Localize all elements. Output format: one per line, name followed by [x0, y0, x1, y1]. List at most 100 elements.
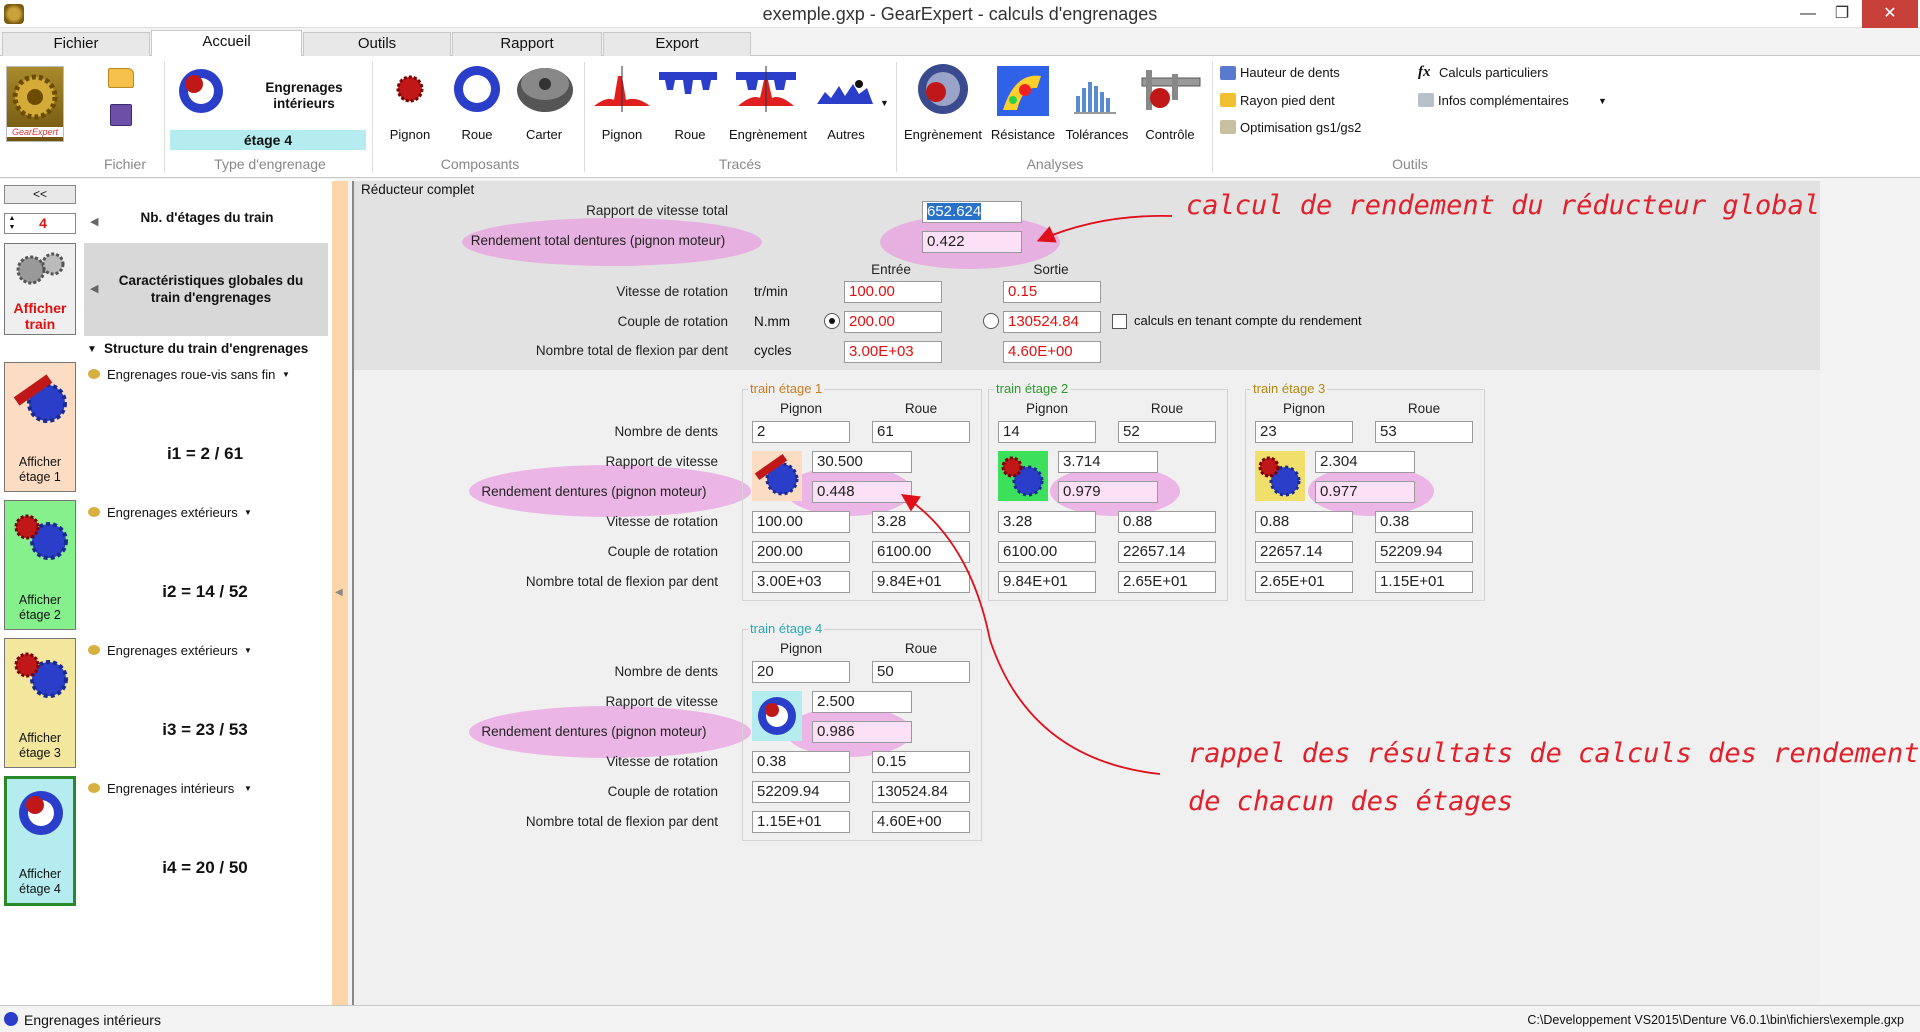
efficiency-checkbox-label[interactable]: calculs en tenant compte du rendement [1134, 313, 1362, 328]
chevron-down-icon[interactable]: ▼ [880, 98, 889, 108]
stage-3-torque-wheel[interactable]: 52209.94 [1375, 541, 1473, 563]
save-icon[interactable] [110, 104, 132, 126]
stage-1-speed-pinion[interactable]: 100.00 [752, 511, 850, 533]
torque-input-radio[interactable] [824, 313, 840, 329]
chevron-down-icon[interactable]: ▼ [244, 646, 252, 655]
stage-2-torque-wheel[interactable]: 22657.14 [1118, 541, 1216, 563]
stage-3-ratio[interactable]: 2.304 [1315, 451, 1415, 473]
splitter-arrow-icon[interactable]: ◀ [335, 587, 343, 598]
stage-2-efficiency[interactable]: 0.979 [1058, 481, 1158, 503]
trace-wheel[interactable]: Roue [674, 127, 706, 142]
pinion-plot-icon[interactable] [592, 66, 652, 112]
control-caliper-icon[interactable] [1138, 66, 1204, 116]
tab-accueil[interactable]: Accueil [151, 30, 302, 56]
stage-4-speed-wheel[interactable]: 0.15 [872, 751, 970, 773]
app-icon[interactable] [4, 4, 24, 24]
show-train-button[interactable]: Afficher train [4, 243, 76, 335]
wheel-icon[interactable] [448, 64, 506, 114]
stage-2-torque-pinion[interactable]: 6100.00 [998, 541, 1096, 563]
stage-3-teeth-pinion[interactable]: 23 [1255, 421, 1353, 443]
tab-rapport[interactable]: Rapport [452, 32, 602, 56]
tooth-height-button[interactable]: Hauteur de dents [1240, 65, 1340, 80]
stage-2-type[interactable]: Engrenages extérieurs [107, 505, 238, 520]
efficiency-checkbox[interactable] [1112, 314, 1127, 329]
meshing-analysis-icon[interactable] [912, 62, 974, 116]
stage-3-teeth-wheel[interactable]: 53 [1375, 421, 1473, 443]
stage-1-cycles-wheel[interactable]: 9.84E+01 [872, 571, 970, 593]
stage-1-type[interactable]: Engrenages roue-vis sans fin [107, 367, 276, 382]
stage-3-cycles-wheel[interactable]: 1.15E+01 [1375, 571, 1473, 593]
stage-3-efficiency[interactable]: 0.977 [1315, 481, 1415, 503]
trace-pinion[interactable]: Pignon [601, 127, 643, 142]
stage-4-type[interactable]: Engrenages intérieurs [107, 781, 235, 796]
gearexpert-logo-button[interactable]: GearExpert [6, 66, 64, 142]
collapse-button[interactable]: << [4, 185, 76, 204]
maximize-button[interactable]: ❐ [1834, 5, 1850, 22]
stage-count-spinner[interactable]: ▲▼ 4 [4, 213, 76, 234]
stage-3-speed-pinion[interactable]: 0.88 [1255, 511, 1353, 533]
analysis-control[interactable]: Contrôle [1145, 127, 1195, 142]
meshing-plot-icon[interactable] [734, 66, 798, 112]
close-button[interactable]: ✕ [1862, 0, 1918, 28]
show-stage-1-button[interactable]: Afficher étage 1 [4, 362, 76, 492]
stage-2-ratio[interactable]: 3.714 [1058, 451, 1158, 473]
tolerances-icon[interactable] [1072, 76, 1120, 116]
analysis-resistance[interactable]: Résistance [990, 127, 1056, 142]
special-calcs-button[interactable]: Calculs particuliers [1439, 65, 1549, 80]
internal-gear-icon[interactable] [172, 66, 230, 116]
tab-outils[interactable]: Outils [303, 32, 451, 56]
stage-1-torque-wheel[interactable]: 6100.00 [872, 541, 970, 563]
chevron-down-icon[interactable]: ▼ [244, 508, 252, 517]
stage-2-speed-wheel[interactable]: 0.88 [1118, 511, 1216, 533]
global-torque-in[interactable]: 200.00 [844, 311, 942, 333]
chevron-down-icon[interactable]: ▼ [244, 784, 252, 793]
stage-1-teeth-wheel[interactable]: 61 [872, 421, 970, 443]
stage-4-cycles-wheel[interactable]: 4.60E+00 [872, 811, 970, 833]
global-cycles-out[interactable]: 4.60E+00 [1003, 341, 1101, 363]
stage-selector[interactable]: étage 4 [170, 130, 366, 150]
stage-1-cycles-pinion[interactable]: 3.00E+03 [752, 571, 850, 593]
analysis-tolerances[interactable]: Tolérances [1065, 127, 1129, 142]
minimize-button[interactable]: — [1800, 5, 1816, 22]
analysis-meshing[interactable]: Engrènement [903, 127, 983, 142]
spinner-arrows-icon[interactable]: ▲▼ [8, 215, 16, 231]
show-stage-3-button[interactable]: Afficher étage 3 [4, 638, 76, 768]
stage-2-teeth-wheel[interactable]: 52 [1118, 421, 1216, 443]
stage-1-efficiency[interactable]: 0.448 [812, 481, 912, 503]
stage-2-cycles-pinion[interactable]: 9.84E+01 [998, 571, 1096, 593]
extra-info-button[interactable]: Infos complémentaires [1438, 93, 1569, 108]
show-stage-4-button[interactable]: Afficher étage 4 [4, 776, 76, 906]
stage-3-torque-pinion[interactable]: 22657.14 [1255, 541, 1353, 563]
stage-4-ratio[interactable]: 2.500 [812, 691, 912, 713]
wheel-plot-icon[interactable] [657, 66, 719, 112]
trace-others[interactable]: Autres [827, 127, 865, 142]
open-folder-icon[interactable] [108, 68, 134, 88]
housing-icon[interactable] [515, 62, 575, 114]
stage-1-ratio[interactable]: 30.500 [812, 451, 912, 473]
stage-2-cycles-wheel[interactable]: 2.65E+01 [1118, 571, 1216, 593]
stage-1-torque-pinion[interactable]: 200.00 [752, 541, 850, 563]
total-ratio-field[interactable]: 652.624 [922, 201, 1022, 223]
stage-2-speed-pinion[interactable]: 3.28 [998, 511, 1096, 533]
trace-meshing[interactable]: Engrènement [728, 127, 808, 142]
stage-1-teeth-pinion[interactable]: 2 [752, 421, 850, 443]
stage-count-value[interactable]: 4 [39, 215, 47, 231]
composants-housing[interactable]: Carter [525, 127, 563, 142]
chevron-down-icon[interactable]: ▼ [282, 370, 290, 379]
stage-3-type[interactable]: Engrenages extérieurs [107, 643, 238, 658]
other-plots-icon[interactable] [815, 74, 875, 120]
stage-4-cycles-pinion[interactable]: 1.15E+01 [752, 811, 850, 833]
chevron-down-icon[interactable]: ▼ [1598, 96, 1607, 106]
stage-4-torque-wheel[interactable]: 130524.84 [872, 781, 970, 803]
pinion-icon[interactable] [395, 74, 425, 104]
stage-4-torque-pinion[interactable]: 52209.94 [752, 781, 850, 803]
stage-4-efficiency[interactable]: 0.986 [812, 721, 912, 743]
torque-output-radio[interactable] [983, 313, 999, 329]
stage-4-teeth-pinion[interactable]: 20 [752, 661, 850, 683]
optimization-button[interactable]: Optimisation gs1/gs2 [1240, 120, 1362, 135]
stage-2-teeth-pinion[interactable]: 14 [998, 421, 1096, 443]
stage-3-cycles-pinion[interactable]: 2.65E+01 [1255, 571, 1353, 593]
root-radius-button[interactable]: Rayon pied dent [1240, 93, 1335, 108]
stage-4-teeth-wheel[interactable]: 50 [872, 661, 970, 683]
resistance-icon[interactable] [997, 66, 1049, 116]
